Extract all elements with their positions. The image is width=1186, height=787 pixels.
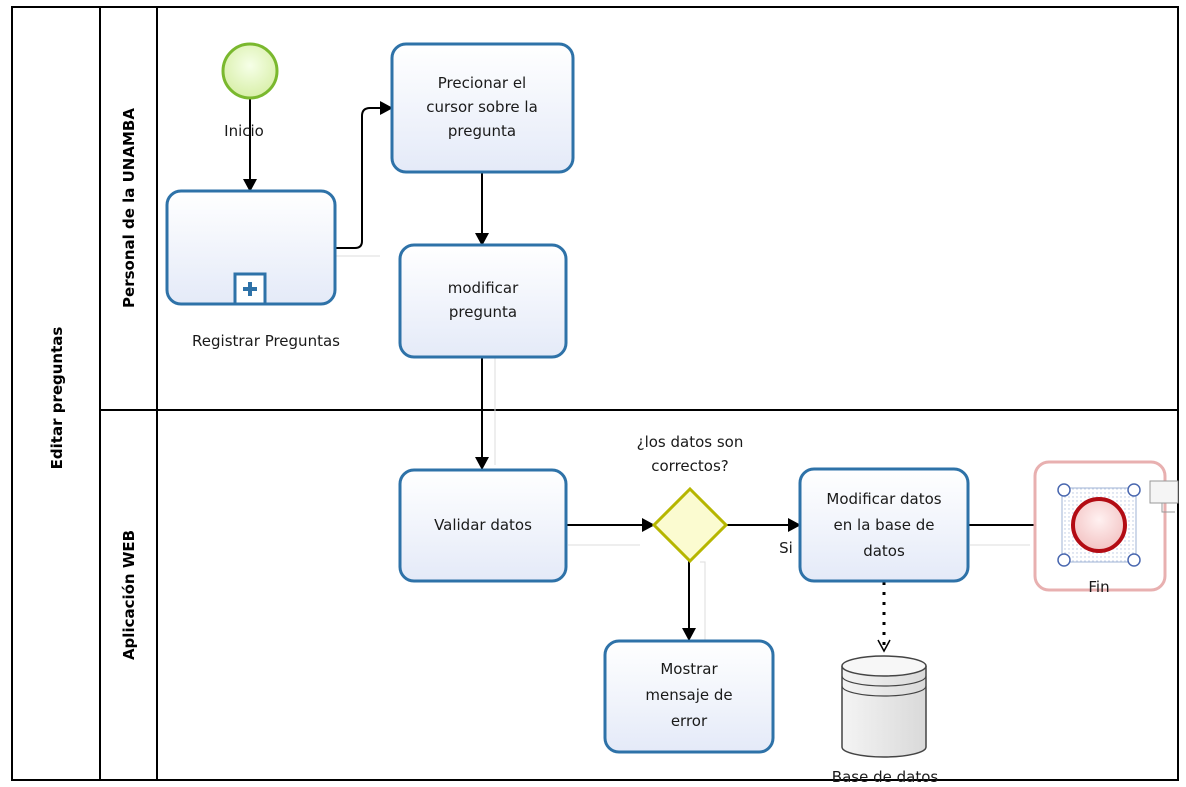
gateway-label: correctos? xyxy=(651,457,728,475)
gateway-label: ¿los datos son xyxy=(637,433,744,451)
pool: Editar preguntas Personal de la UNAMBA A… xyxy=(11,6,1179,781)
annotation-icon[interactable] xyxy=(1149,480,1179,513)
database-top xyxy=(841,655,927,677)
pool-border xyxy=(11,6,1179,781)
database-icon xyxy=(841,666,927,758)
start-event-circle[interactable] xyxy=(221,42,279,100)
task-label: pregunta xyxy=(448,122,516,140)
lane-label-personal: Personal de la UNAMBA xyxy=(120,108,138,308)
task-modificar-datos[interactable]: Modificar datos en la base de datos xyxy=(798,467,970,583)
lane-label-web: Aplicación WEB xyxy=(120,530,138,660)
end-event-label: Fin xyxy=(1088,578,1109,596)
end-event-circle[interactable] xyxy=(1071,497,1127,553)
start-event-label: Inicio xyxy=(224,122,264,140)
database-rings xyxy=(841,675,927,697)
annotation-box[interactable] xyxy=(1149,480,1179,504)
resize-handle[interactable] xyxy=(1127,483,1141,497)
resize-handle[interactable] xyxy=(1057,553,1071,567)
task-label: cursor sobre la xyxy=(426,98,538,116)
task-label: Registrar Preguntas xyxy=(192,332,340,350)
task-validar-datos[interactable]: Validar datos xyxy=(398,468,568,583)
task-label: Validar datos xyxy=(434,516,532,534)
task-label: en la base de xyxy=(834,516,935,534)
flow-registrar-to-precionar[interactable] xyxy=(335,101,393,249)
resize-handle[interactable] xyxy=(1057,483,1071,497)
task-label: datos xyxy=(863,542,905,560)
task-mostrar-error[interactable]: Mostrar mensaje de error xyxy=(603,639,775,754)
subprocess-registrar-preguntas[interactable]: Registrar Preguntas xyxy=(165,189,340,350)
data-store-base-de-datos[interactable]: Base de datos xyxy=(832,655,939,786)
gateway-datos-correctos[interactable]: ¿los datos son correctos? Si xyxy=(637,433,793,564)
pool-label: Editar preguntas xyxy=(48,327,66,470)
end-event[interactable]: Fin xyxy=(1033,460,1179,596)
task-label: Modificar datos xyxy=(826,490,941,508)
sequence-flows xyxy=(243,98,1071,653)
task-label: pregunta xyxy=(449,303,517,321)
task-label: modificar xyxy=(448,279,519,297)
plus-icon xyxy=(243,282,257,296)
task-label: Precionar el xyxy=(438,74,526,92)
task-label: error xyxy=(671,712,708,730)
gateway-diamond[interactable] xyxy=(651,486,729,564)
task-label: mensaje de xyxy=(645,686,732,704)
resize-handle[interactable] xyxy=(1127,553,1141,567)
task-precionar-cursor[interactable]: Precionar el cursor sobre la pregunta xyxy=(390,42,575,174)
annotation-tail xyxy=(1161,503,1175,513)
data-store-label: Base de datos xyxy=(832,768,939,786)
task-label: Mostrar xyxy=(660,660,718,678)
start-event[interactable]: Inicio xyxy=(221,42,279,140)
flow-shadow xyxy=(700,561,706,640)
gateway-yes-label: Si xyxy=(779,539,793,557)
task-modificar-pregunta[interactable]: modificar pregunta xyxy=(398,243,568,359)
